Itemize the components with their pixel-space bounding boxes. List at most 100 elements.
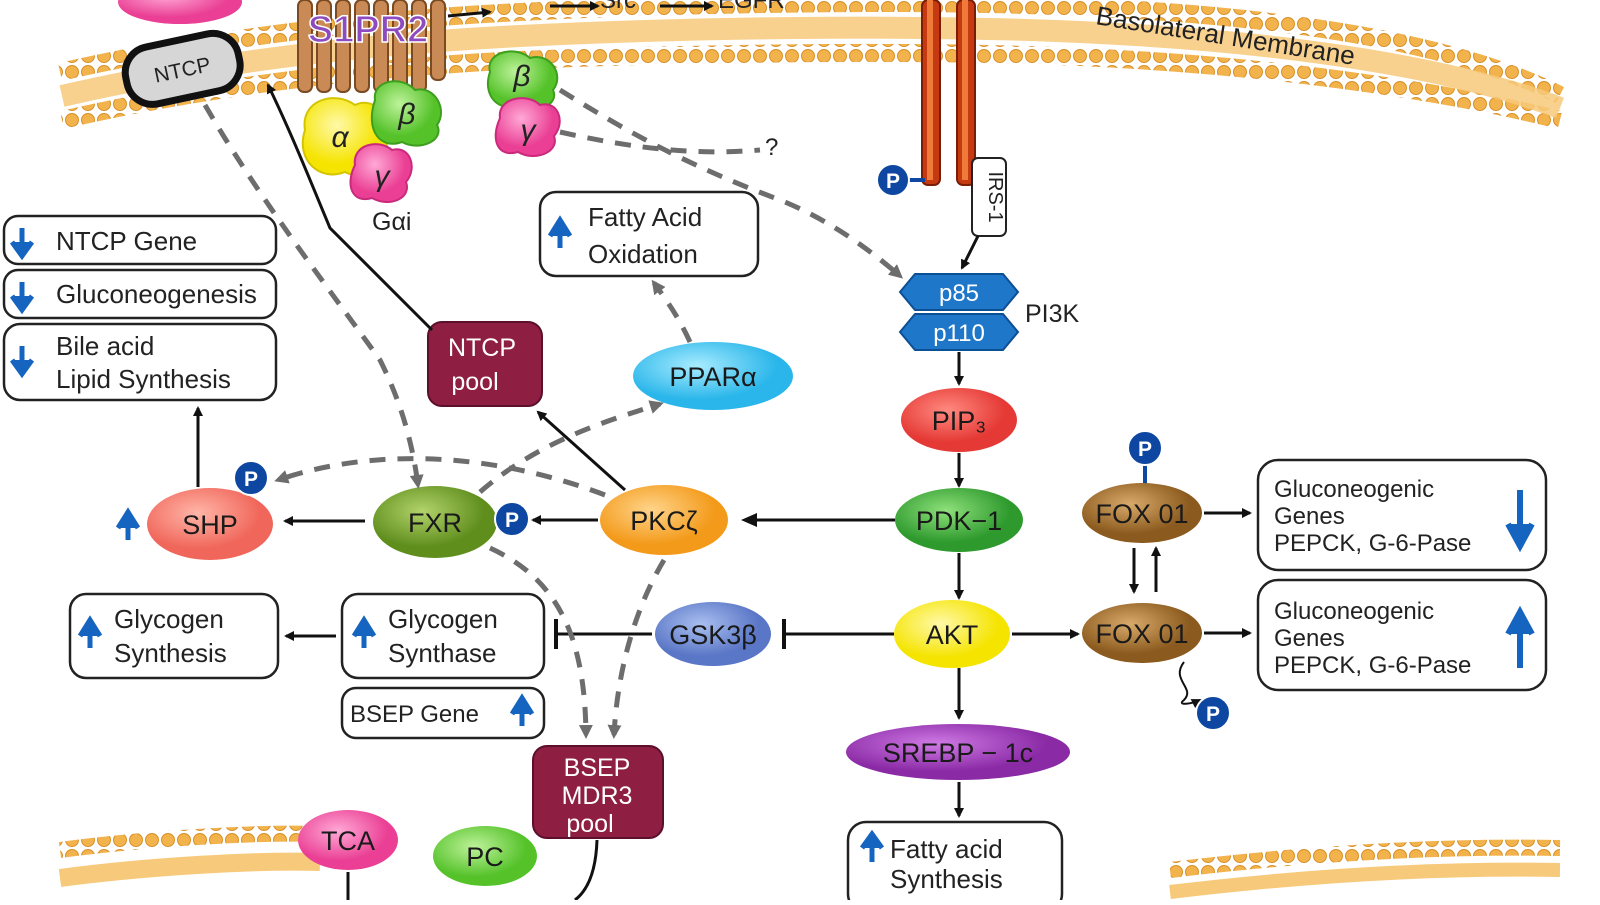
pi3k-complex: p85 p110 PI3K (898, 273, 1080, 351)
fatty-syn-line1: Fatty acid (890, 834, 1003, 864)
g-beta2-label: β (512, 60, 530, 93)
fxr-node: FXR (373, 486, 497, 558)
ppara-label: PPARα (669, 362, 756, 392)
fox01-node-top: FOX 01 (1082, 483, 1202, 543)
pdk1-node: PDK−1 (895, 488, 1023, 552)
bile-lipid-line1: Bile acid (56, 331, 154, 361)
down-arrow-icon (9, 228, 35, 261)
up-arrow-icon (351, 615, 377, 648)
receptor-phospho: P (876, 163, 925, 197)
shp-label: SHP (182, 510, 238, 540)
down-arrow-icon (9, 346, 35, 379)
bsep-pool: BSEP MDR3 pool (532, 745, 664, 839)
src-label: Src (600, 0, 636, 14)
ntcp-transporter: NTCP (121, 29, 244, 108)
fatty-syn-line2: Synthesis (890, 864, 1003, 894)
egfr-label: EGFR (718, 0, 785, 14)
gluco-genes-down-box: Gluconeogenic Genes PEPCK, G-6-Pase (1256, 458, 1548, 572)
ntcp-gene-box: NTCP Gene (2, 214, 278, 266)
svg-text:P: P (505, 509, 519, 532)
g-beta2-blob (487, 50, 559, 111)
p110-subunit (898, 313, 1020, 351)
pkcz-to-ntcp-pool-arrow (536, 410, 627, 492)
fatty-acid-synthesis-box: Fatty acid Synthesis (846, 820, 1064, 905)
ppara-to-fatty-ox-dash (651, 279, 693, 344)
down-arrow-icon (1505, 490, 1535, 553)
p85-subunit (898, 273, 1020, 311)
irs1-adaptor: IRS-1 (971, 157, 1007, 237)
fxr-label: FXR (408, 508, 462, 538)
gluco-genes-up-box: Gluconeogenic Genes PEPCK, G-6-Pase (1256, 578, 1548, 692)
ntcp-gene-label: NTCP Gene (56, 226, 197, 256)
g-beta-blob (370, 80, 442, 147)
glycogen-synthesis-line1: Glycogen (114, 604, 224, 634)
phospho-label: P (886, 170, 900, 193)
fatty-acid-oxidation-box: Fatty Acid Oxidation (538, 190, 760, 278)
ntcp-pool-to-membrane-arrow (266, 83, 434, 332)
ppara-node: PPARα (633, 342, 793, 410)
tca-node: TCA (298, 810, 398, 870)
down-arrow-icon (9, 282, 35, 315)
g-alpha-i-label: Gαi (372, 208, 411, 236)
pkcz-to-shp-dash (274, 456, 606, 498)
shp-phospho: P (233, 460, 269, 496)
up-arrow-icon (859, 829, 885, 862)
glycogen-synthase-box: Glycogen Synthase (340, 592, 546, 680)
s1pr2-label: S1PR2 (308, 9, 428, 51)
g-beta-gamma-dimer: β γ (487, 50, 561, 157)
pc-node: PC (433, 826, 537, 886)
bsep-pool-line1: BSEP (564, 754, 631, 782)
srebp-label: SREBP − 1c (883, 738, 1033, 768)
fxr-to-ppara-dash (478, 400, 664, 494)
svg-text:P: P (244, 468, 258, 491)
s1pr2-to-src-arrow (447, 7, 492, 18)
svg-text:P: P (1206, 703, 1220, 726)
gluco-down-line3: PEPCK, G-6-Pase (1274, 530, 1471, 557)
gsk3b-node: GSK3β (655, 602, 771, 666)
g-gamma2-blob (494, 97, 561, 157)
gluco-down-line2: Genes (1274, 503, 1345, 530)
fox01-bottom-label: FOX 01 (1095, 619, 1188, 649)
pc-label: PC (466, 842, 504, 872)
pi3k-label: PI3K (1025, 300, 1080, 328)
svg-text:P: P (1138, 438, 1152, 461)
srebp-node: SREBP − 1c (846, 724, 1070, 780)
bsep-gene-box: BSEP Gene (340, 686, 546, 740)
top-membrane: Basolateral Membrane (57, 0, 1565, 129)
ntcp-pool-line2: pool (451, 368, 498, 396)
insulin-receptor (921, 0, 976, 186)
tca-label: TCA (321, 826, 375, 856)
glycogen-synthase-line1: Glycogen (388, 604, 498, 634)
bile-lipid-line2: Lipid Synthesis (56, 364, 231, 394)
g-beta-label: β (397, 98, 415, 131)
irs1-label: IRS-1 (984, 171, 1006, 222)
up-arrow-icon (547, 215, 573, 248)
shp-up-arrow-icon (115, 507, 141, 540)
glycogen-synthesis-box: Glycogen Synthesis (68, 592, 280, 680)
question-mark: ? (765, 134, 778, 161)
bsep-pool-line2: MDR3 (562, 782, 633, 810)
gsk3b-label: GSK3β (669, 620, 757, 650)
fox01-phospho-top: P (1127, 430, 1163, 492)
pkcz-label: PKCζ (630, 506, 698, 536)
pdk1-label: PDK−1 (916, 506, 1002, 536)
up-arrow-icon (1505, 605, 1535, 668)
fatty-ox-line2: Oxidation (588, 239, 698, 269)
ntcp-pool-line1: NTCP (448, 334, 516, 362)
fox01-top-label: FOX 01 (1095, 499, 1188, 529)
up-arrow-icon (77, 615, 103, 648)
gluco-up-line3: PEPCK, G-6-Pase (1274, 652, 1471, 679)
glycogen-synthesis-line2: Synthesis (114, 638, 227, 668)
ggamma-dash (559, 129, 761, 155)
bsep-gene-label: BSEP Gene (350, 701, 479, 728)
pkcz-node: PKCζ (600, 485, 728, 555)
fxr-phospho: P (494, 501, 530, 537)
gluco-up-line1: Gluconeogenic (1274, 598, 1434, 625)
bile-lipid-box: Bile acid Lipid Synthesis (2, 322, 278, 402)
fox01-node-bottom: FOX 01 (1082, 603, 1202, 663)
g-gamma2-label: γ (521, 114, 538, 147)
gluco-up-line2: Genes (1274, 625, 1345, 652)
ntcp-to-fxr-dash (202, 103, 424, 489)
irs-to-pi3k-arrow (960, 235, 980, 270)
